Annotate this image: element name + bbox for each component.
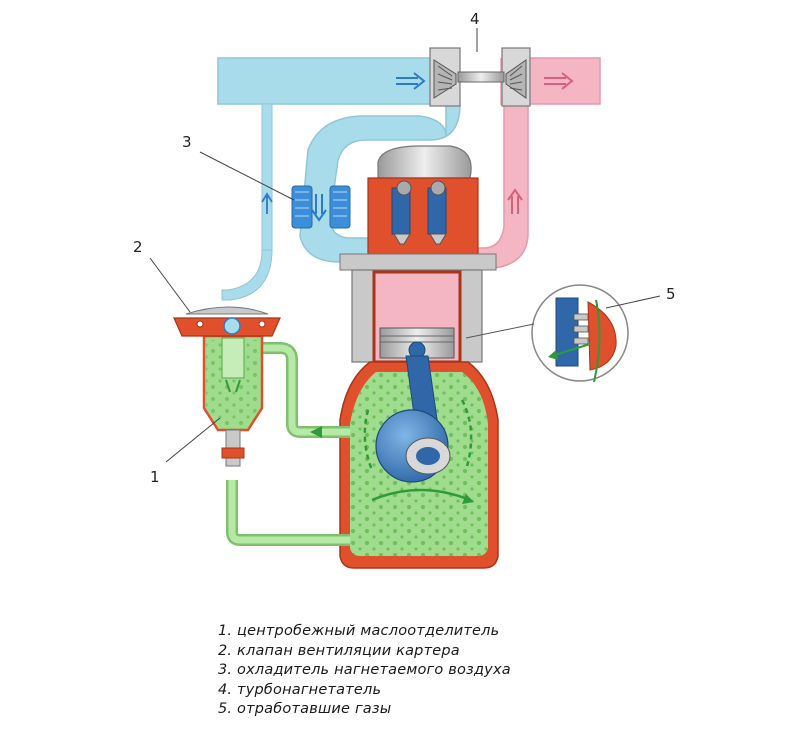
flow-arrow-icon	[310, 426, 322, 438]
ventilation-diagram: 4 3 2 1 5	[133, 10, 676, 569]
pcv-valve	[173, 306, 281, 337]
legend-item: 3. охладитель нагнетаемого воздуха	[218, 662, 511, 678]
flow-arrow-icon	[261, 192, 273, 214]
callout-4: 4	[470, 10, 480, 28]
callout-3: 3	[182, 133, 192, 151]
flow-arrow-icon	[311, 194, 327, 222]
callout-2: 2	[133, 238, 143, 256]
legend-item: 1. центробежный маслоотделитель	[218, 623, 500, 639]
legend-item: 2. клапан вентиляции картера	[218, 642, 460, 659]
oil-separator	[202, 334, 264, 467]
legend-item: 4. турбонагнетатель	[218, 681, 382, 698]
callout-leaders	[149, 28, 661, 463]
legend-item: 5. отработавшие газы	[218, 701, 392, 717]
intercooler	[291, 185, 351, 229]
breather-hoses	[226, 342, 350, 546]
callout-1: 1	[150, 468, 160, 486]
intake-air-duct	[217, 57, 461, 301]
intake-arrow-icon	[396, 72, 426, 90]
exhaust-detail-inset	[465, 284, 629, 383]
legend: 1. центробежный маслоотделитель 2. клапа…	[218, 622, 511, 720]
flow-arrow-icon	[507, 188, 523, 214]
turbocharger	[429, 47, 531, 107]
cylinder-block	[351, 269, 483, 364]
exhaust-arrow-icon	[544, 72, 574, 90]
crankcase	[339, 355, 499, 569]
callout-5: 5	[666, 285, 676, 303]
